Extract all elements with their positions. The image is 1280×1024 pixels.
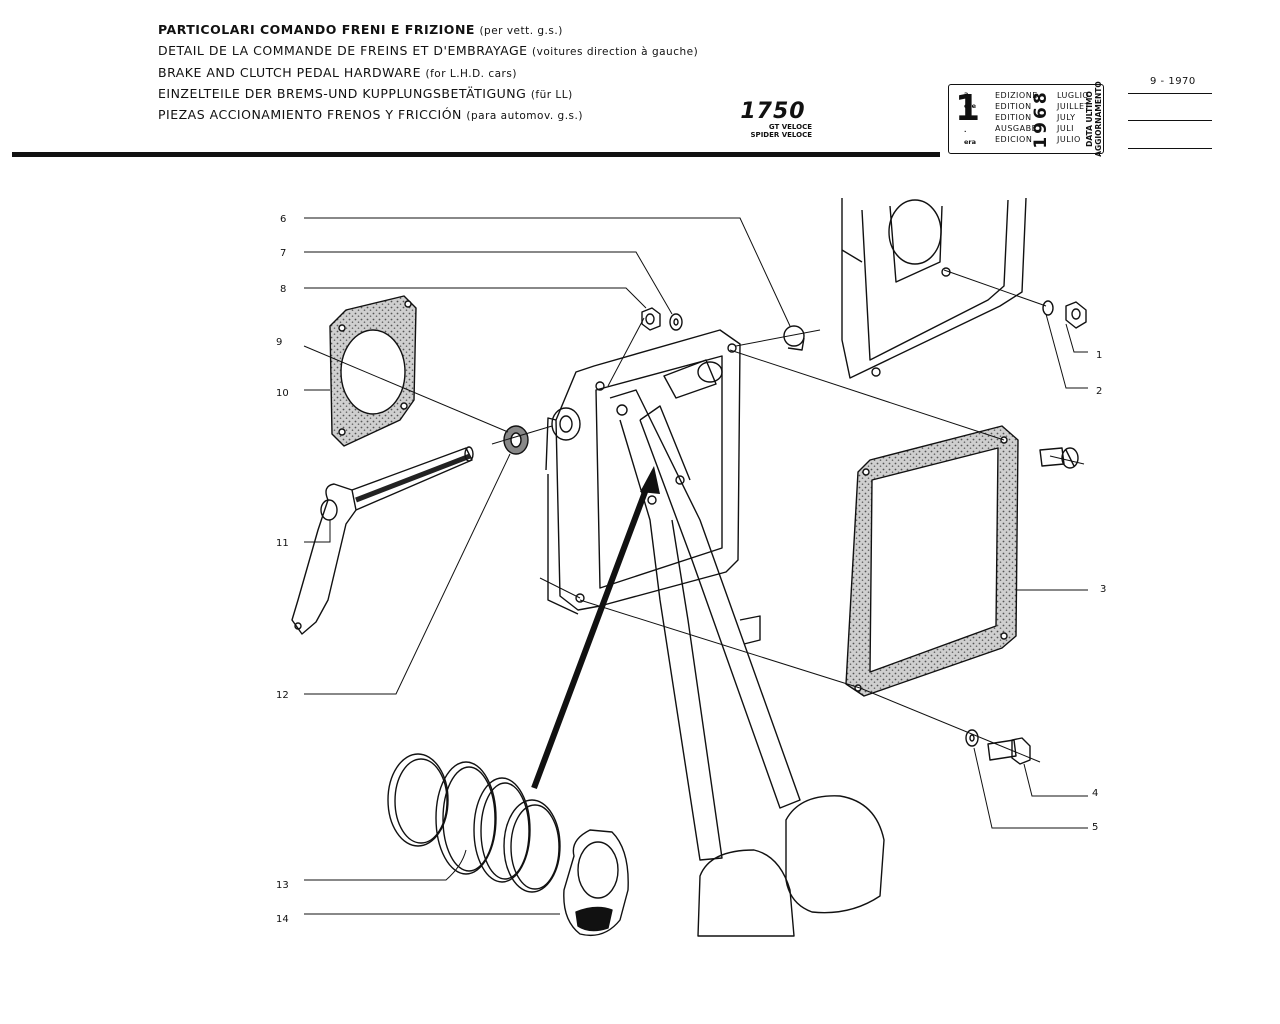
callout-8: 8 <box>280 284 286 295</box>
pedal-bracket <box>545 329 761 645</box>
callout-11: 11 <box>276 538 289 549</box>
assembly-arrow <box>531 466 660 790</box>
model-variant-spider: SPIDER VELOCE <box>750 131 812 139</box>
title-de: EINZELTEILE DER BREMS-UND KUPPLUNGSBETÄT… <box>158 85 573 101</box>
callout-6: 6 <box>280 214 286 225</box>
edition-suffix: a <box>964 90 969 98</box>
callout-10: 10 <box>276 388 289 399</box>
bulkhead-panel <box>841 197 1027 379</box>
callout-9: 9 <box>276 337 282 348</box>
callout-3: 3 <box>1100 584 1106 595</box>
clutch-pedal-pad <box>697 849 795 937</box>
springs-13 <box>387 753 561 893</box>
leader-lines <box>303 217 1088 915</box>
bolt-4 <box>987 737 1031 765</box>
edition-suffix: st <box>964 114 971 122</box>
lock-washer-7 <box>669 313 683 331</box>
nut-1 <box>1065 301 1087 329</box>
callout-7: 7 <box>280 248 286 259</box>
edition-suffix: . <box>964 126 967 134</box>
title-en: BRAKE AND CLUTCH PEDAL HARDWARE (for L.H… <box>158 64 517 80</box>
screw-upper <box>1039 447 1079 469</box>
update-line <box>1128 148 1212 149</box>
title-block: PARTICOLARI COMANDO FRENI E FRIZIONE (pe… <box>158 20 698 126</box>
update-line <box>1128 93 1212 94</box>
washer-9 <box>503 425 529 455</box>
callout-labels: 6 7 8 9 10 11 12 13 14 1 2 3 4 5 <box>276 214 1106 925</box>
edition-ordinal: 1 <box>955 88 981 129</box>
header-rule <box>12 152 940 157</box>
spring-cup-14 <box>563 829 629 937</box>
last-update-date: 9 - 1970 <box>1150 76 1196 87</box>
title-it: PARTICOLARI COMANDO FRENI E FRIZIONE (pe… <box>158 22 563 37</box>
nut-8 <box>641 307 661 331</box>
pivot-shaft-lever <box>291 446 474 635</box>
brake-pedal-pad <box>785 795 885 914</box>
callout-13: 13 <box>276 880 289 891</box>
bush-6 <box>783 325 805 351</box>
callout-14: 14 <box>276 914 289 925</box>
title-fr: DETAIL DE LA COMMANDE DE FREINS ET D'EMB… <box>158 43 699 59</box>
callout-2: 2 <box>1096 386 1102 397</box>
callout-5: 5 <box>1092 822 1098 833</box>
update-line <box>1128 120 1212 121</box>
washer-5 <box>965 729 979 747</box>
callout-4: 4 <box>1092 788 1098 799</box>
pedal-levers <box>609 389 801 861</box>
callout-12: 12 <box>276 690 289 701</box>
edition-months: LUGLIO JUILLET JULY JULI JULIO <box>1057 91 1090 144</box>
title-es: PIEZAS ACCIONAMIENTO FRENOS Y FRICCIÓN (… <box>158 107 583 123</box>
model-variant-gt: GT VELOCE <box>768 123 812 131</box>
edition-suffix: era <box>964 138 977 146</box>
lock-washer-2 <box>1042 300 1054 316</box>
edition-box: 1 a ere st . era EDIZIONE EDITION EDITIO… <box>948 84 1104 154</box>
model-number: 1750 <box>740 99 806 124</box>
edition-labels: EDIZIONE EDITION EDITION AUSGABE EDICION <box>995 91 1038 144</box>
model-badge: 1750 GT VELOCE SPIDER VELOCE <box>728 99 818 140</box>
callout-1: 1 <box>1096 350 1102 361</box>
assembly-lines <box>491 269 1085 763</box>
edition-suffix: ere <box>964 102 977 110</box>
